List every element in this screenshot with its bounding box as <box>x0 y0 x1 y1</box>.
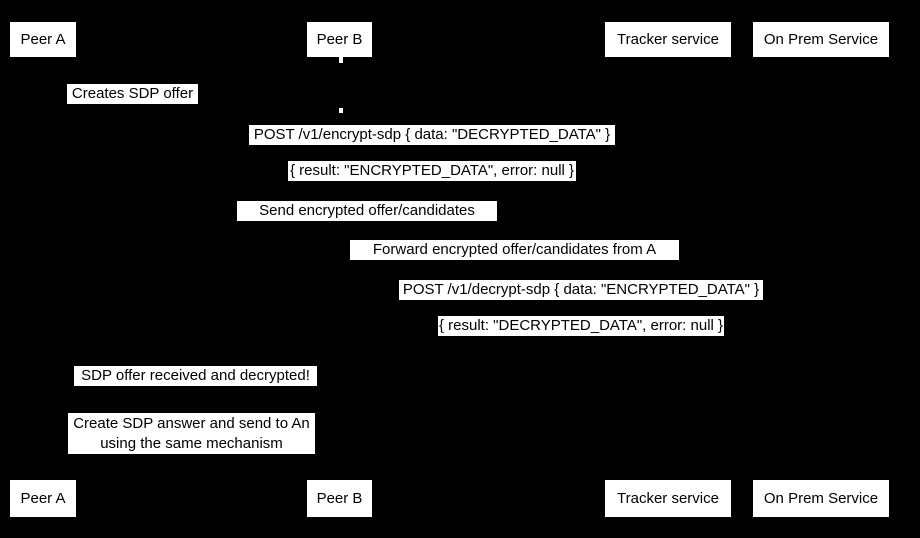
lifeline-dash <box>339 108 343 113</box>
message-post-encrypt-sdp: POST /v1/encrypt-sdp { data: "DECRYPTED_… <box>249 125 615 145</box>
participant-label: Peer A <box>20 490 66 507</box>
participant-label: Tracker service <box>617 31 719 48</box>
participant-peer-b-top: Peer B <box>307 22 372 57</box>
message-encrypt-result: { result: "ENCRYPTED_DATA", error: null … <box>288 161 576 181</box>
message-creates-sdp-offer: Creates SDP offer <box>67 84 198 104</box>
message-decrypt-result: { result: "DECRYPTED_DATA", error: null … <box>438 316 724 336</box>
participant-label: Peer B <box>316 31 363 48</box>
participant-on-prem-service-bottom: On Prem Service <box>753 480 889 517</box>
participant-label: On Prem Service <box>763 31 879 48</box>
note-line-1: Create SDP answer and send to An <box>73 414 310 432</box>
participant-peer-a-bottom: Peer A <box>10 480 76 517</box>
participant-tracker-service-bottom: Tracker service <box>605 480 731 517</box>
participant-label: Peer B <box>316 490 363 507</box>
message-send-encrypted-offer: Send encrypted offer/candidates <box>237 201 497 221</box>
participant-label: Peer A <box>20 31 66 48</box>
message-post-decrypt-sdp: POST /v1/decrypt-sdp { data: "ENCRYPTED_… <box>399 280 763 300</box>
participant-label: On Prem Service <box>763 490 879 507</box>
note-create-sdp-answer: Create SDP answer and send to An using t… <box>68 413 315 454</box>
participant-peer-b-bottom: Peer B <box>307 480 372 517</box>
message-forward-encrypted-offer: Forward encrypted offer/candidates from … <box>350 240 679 260</box>
lifeline-dash <box>339 57 343 63</box>
participant-tracker-service-top: Tracker service <box>605 22 731 57</box>
participant-label: Tracker service <box>617 490 719 507</box>
participant-peer-a-top: Peer A <box>10 22 76 57</box>
participant-on-prem-service-top: On Prem Service <box>753 22 889 57</box>
note-line-2: using the same mechanism <box>100 434 283 452</box>
message-sdp-offer-received: SDP offer received and decrypted! <box>74 366 317 386</box>
